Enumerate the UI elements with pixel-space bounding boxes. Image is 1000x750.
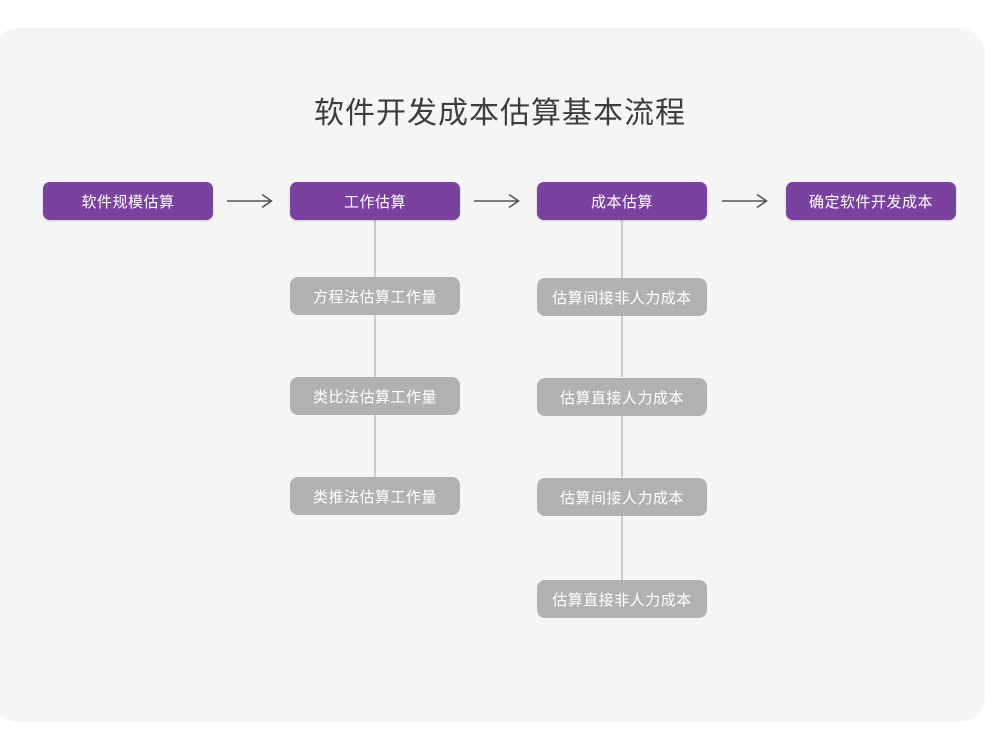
flow-node-label: 软件规模估算 (81, 193, 175, 211)
branch-node-label: 估算间接人力成本 (559, 489, 684, 507)
background-card (0, 28, 985, 722)
flow-node-work-estimation[interactable]: 工作估算 (290, 182, 460, 220)
branch-node-direct-nonlabor-cost[interactable]: 估算直接非人力成本 (537, 580, 707, 618)
connector-line-branch2-a (621, 219, 623, 278)
connector-line-branch1-c (374, 415, 376, 477)
connector-line-branch2-c (621, 416, 623, 477)
branch-node-label: 方程法估算工作量 (312, 288, 437, 306)
page-title: 软件开发成本估算基本流程 (314, 97, 686, 130)
branch-node-direct-labor-cost[interactable]: 估算直接人力成本 (537, 378, 707, 416)
branch-node-inference-method-effort[interactable]: 类推法估算工作量 (290, 477, 460, 515)
connector-line-branch1-b (374, 315, 376, 377)
branch-node-indirect-labor-cost[interactable]: 估算间接人力成本 (537, 478, 707, 516)
flow-node-label: 成本估算 (590, 193, 653, 211)
arrow-right-icon-2 (471, 186, 527, 216)
flow-node-determine-development-cost[interactable]: 确定软件开发成本 (786, 182, 956, 220)
branch-node-equation-method-effort[interactable]: 方程法估算工作量 (290, 277, 460, 315)
arrow-right-icon-1 (224, 186, 280, 216)
connector-line-branch1-a (374, 219, 376, 281)
branch-node-indirect-nonlabor-cost[interactable]: 估算间接非人力成本 (537, 278, 707, 316)
branch-node-label: 类比法估算工作量 (312, 388, 437, 406)
flow-node-cost-estimation[interactable]: 成本估算 (537, 182, 707, 220)
branch-node-label: 估算间接非人力成本 (552, 289, 692, 307)
flow-node-label: 工作估算 (343, 193, 406, 211)
flow-node-label: 确定软件开发成本 (808, 193, 933, 211)
branch-node-analogy-method-effort[interactable]: 类比法估算工作量 (290, 377, 460, 415)
branch-node-label: 估算直接人力成本 (559, 389, 684, 407)
arrow-right-icon-3 (719, 186, 775, 216)
branch-node-label: 估算直接非人力成本 (552, 591, 692, 609)
connector-line-branch2-b (621, 316, 623, 377)
branch-node-label: 类推法估算工作量 (312, 488, 437, 506)
flow-node-software-scale-estimation[interactable]: 软件规模估算 (43, 182, 213, 220)
connector-line-branch2-d (621, 516, 623, 580)
